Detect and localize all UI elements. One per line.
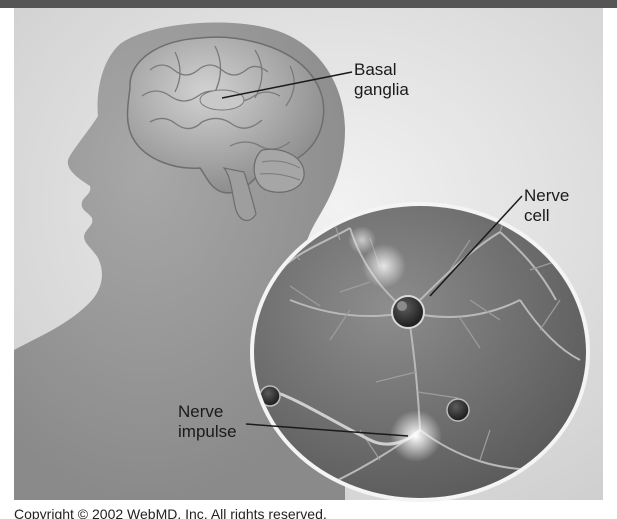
nerve-cell-label-line2: cell [524,206,569,226]
nerve-impulse-label: Nerve impulse [178,402,237,442]
nerve-impulse-label-line1: Nerve [178,402,237,422]
basal-ganglia-label: Basal ganglia [354,60,409,100]
nerve-cell-inset [250,202,590,502]
basal-ganglia-label-line1: Basal [354,60,409,80]
nerve-cell-label-line1: Nerve [524,186,569,206]
copyright-text: Copyright © 2002 WebMD, Inc. All rights … [14,506,327,519]
nerve-impulse-label-line2: impulse [178,422,237,442]
top-border [0,0,617,8]
basal-ganglia-label-line2: ganglia [354,80,409,100]
nerve-cell-label: Nerve cell [524,186,569,226]
